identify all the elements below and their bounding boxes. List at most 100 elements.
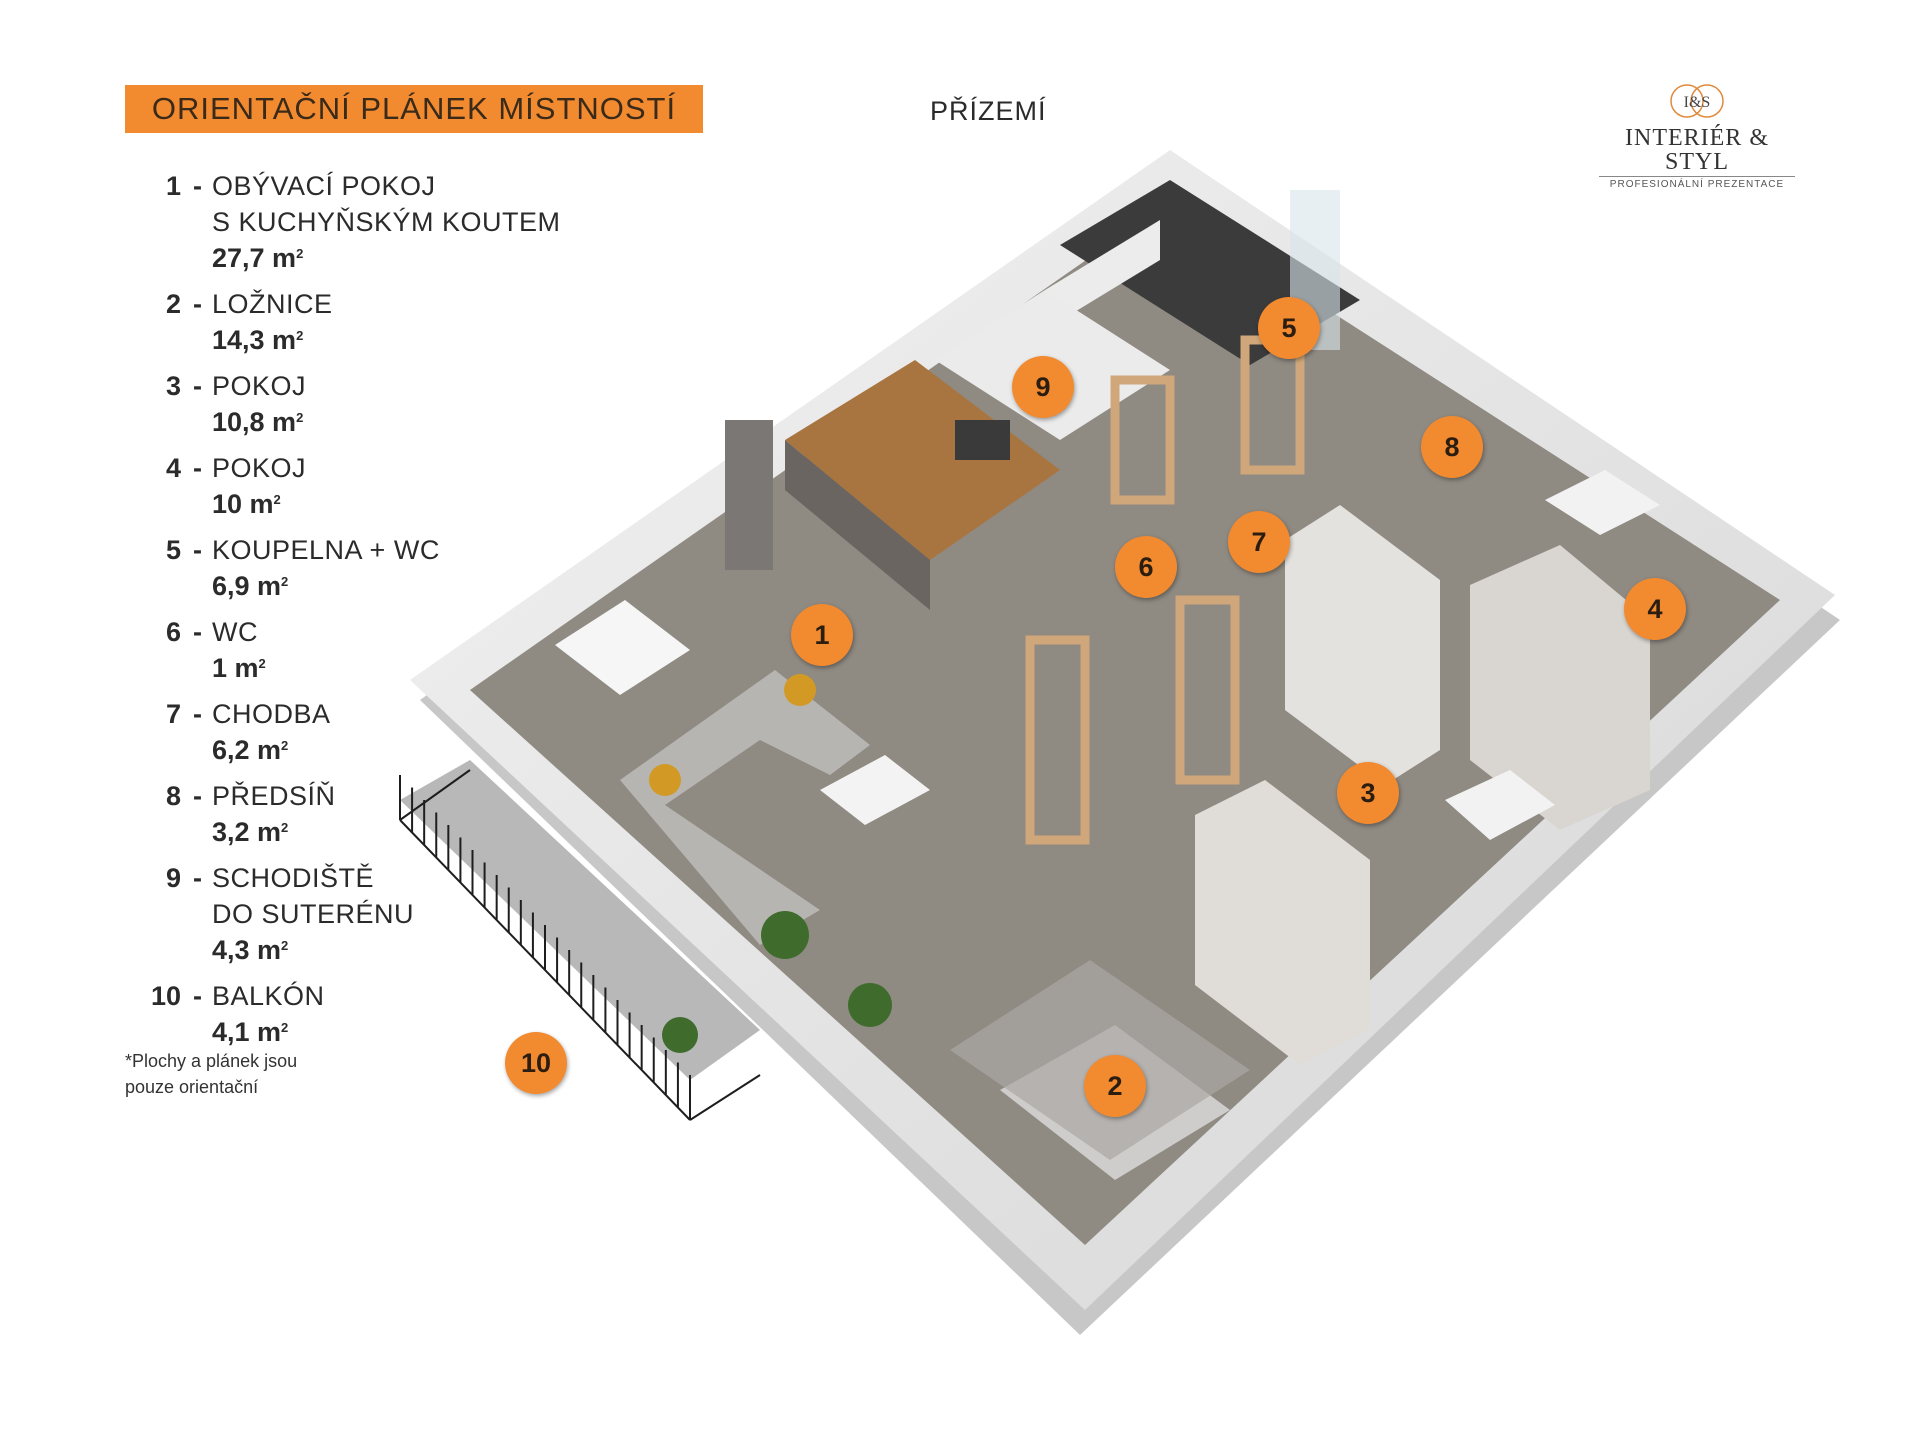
room-marker-6: 6 [1115, 536, 1177, 598]
wardrobe [1195, 780, 1370, 1065]
legend-room-name: LOŽNICE [212, 289, 333, 319]
legend-number: 10 [150, 981, 181, 1011]
balcony-floor [400, 760, 760, 1080]
legend-dash: - [193, 863, 202, 893]
plan-title-banner: ORIENTAČNÍ PLÁNEK MÍSTNOSTÍ [125, 85, 703, 133]
legend-area-value: 6,9 m [212, 571, 282, 601]
legend-room-name: WC [212, 617, 258, 647]
legend-dash: - [193, 289, 202, 319]
legend-dash: - [193, 981, 202, 1011]
legend-item: 3-POKOJ 10,8 m2 [135, 368, 595, 440]
area-unit-exponent: 2 [296, 410, 304, 425]
legend-number: 6 [165, 617, 181, 647]
legend-dash: - [193, 699, 202, 729]
legend-area-value: 4,1 m [212, 1017, 282, 1047]
area-unit-exponent: 2 [281, 938, 289, 953]
legend-number: 9 [165, 863, 181, 893]
kitchen-counter [785, 360, 1060, 560]
legend-dash: - [193, 535, 202, 565]
legend-room-area: 27,7 m2 [212, 240, 595, 276]
disclaimer-line-2: pouze orientační [125, 1077, 259, 1097]
plant [761, 911, 809, 959]
legend-area-value: 1 m [212, 653, 259, 683]
logo-monogram-icon: I&S [1667, 82, 1727, 120]
svg-text:I&S: I&S [1684, 94, 1711, 111]
legend-number: 2 [165, 289, 181, 319]
legend-dash: - [193, 617, 202, 647]
stove [955, 420, 1010, 460]
legend-dash: - [193, 453, 202, 483]
legend-number: 4 [165, 453, 181, 483]
legend-room-area: 14,3 m2 [212, 322, 595, 358]
company-logo: I&S INTERIÉR & STYL PROFESIONÁLNÍ PREZEN… [1592, 82, 1802, 190]
plant [662, 1017, 698, 1053]
legend-area-value: 10,8 m [212, 407, 297, 437]
area-unit-exponent: 2 [296, 246, 304, 261]
legend-number: 3 [165, 371, 181, 401]
legend-room-name: OBÝVACÍ POKOJ [212, 171, 436, 201]
legend-room-area: 6,2 m2 [212, 732, 595, 768]
coffee-table [820, 755, 930, 825]
fridge [725, 420, 773, 570]
legend-number: 1 [165, 171, 181, 201]
legend-room-name: CHODBA [212, 699, 331, 729]
legend-area-value: 6,2 m [212, 735, 282, 765]
legend-dash: - [193, 371, 202, 401]
area-unit-exponent: 2 [273, 492, 281, 507]
room-marker-10: 10 [505, 1032, 567, 1094]
legend-room-name: DO SUTERÉNU [212, 899, 415, 929]
disclaimer-line-1: *Plochy a plánek jsou [125, 1051, 298, 1071]
area-unit-exponent: 2 [296, 328, 304, 343]
legend-number: 7 [165, 699, 181, 729]
legend-room-name: KOUPELNA + WC [212, 535, 440, 565]
logo-tagline: PROFESIONÁLNÍ PREZENTACE [1609, 179, 1785, 190]
legend-area-value: 27,7 m [212, 243, 297, 273]
legend-area-value: 4,3 m [212, 935, 282, 965]
legend-area-value: 10 m [212, 489, 274, 519]
plant [848, 983, 892, 1027]
legend-area-value: 3,2 m [212, 817, 282, 847]
room-marker-9: 9 [1012, 356, 1074, 418]
cushion [784, 674, 816, 706]
legend-room-name: BALKÓN [212, 981, 325, 1011]
area-unit-exponent: 2 [281, 1020, 289, 1035]
legend-dash: - [193, 781, 202, 811]
desk [1445, 770, 1555, 840]
area-unit-exponent: 2 [281, 574, 289, 589]
door-frame [1110, 375, 1175, 505]
area-unit-exponent: 2 [258, 656, 266, 671]
room-marker-1: 1 [791, 604, 853, 666]
plan-title: ORIENTAČNÍ PLÁNEK MÍSTNOSTÍ [151, 91, 677, 126]
legend-room-name: SCHODIŠTĚ [212, 863, 375, 893]
legend-room-area: 6,9 m2 [212, 568, 595, 604]
logo-name: INTERIÉR & STYL [1625, 125, 1769, 175]
wardrobe [1285, 505, 1440, 785]
sofa [620, 670, 870, 945]
door-frame [1025, 635, 1090, 845]
room-marker-8: 8 [1421, 416, 1483, 478]
area-unit-exponent: 2 [281, 820, 289, 835]
legend-room-area: 1 m2 [212, 650, 595, 686]
legend-dash: - [193, 171, 202, 201]
floor-label: PŘÍZEMÍ [930, 96, 1047, 126]
legend-room-name: PŘEDSÍŇ [212, 781, 336, 811]
room-marker-2: 2 [1084, 1055, 1146, 1117]
legend-room-name: POKOJ [212, 371, 307, 401]
dining-table [555, 600, 690, 695]
area-unit-exponent: 2 [281, 738, 289, 753]
legend-room-area: 4,3 m2 [212, 932, 595, 968]
room-marker-4: 4 [1624, 578, 1686, 640]
room-marker-5: 5 [1258, 297, 1320, 359]
legend-room-area: 3,2 m2 [212, 814, 595, 850]
legend-room-area: 10 m2 [212, 486, 595, 522]
